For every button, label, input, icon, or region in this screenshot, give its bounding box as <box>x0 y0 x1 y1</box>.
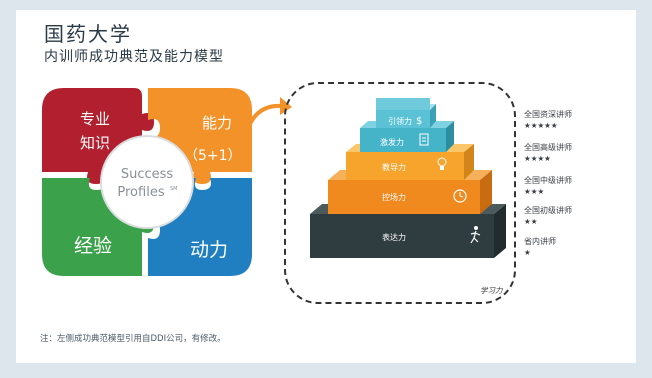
pyramid-level-3 <box>346 152 464 180</box>
center-label-profiles: Profiles <box>117 185 164 200</box>
rank-5-stars: ★ <box>524 248 531 257</box>
runner-icon <box>470 226 481 244</box>
label-competency-line2: （5+1） <box>184 148 242 164</box>
rank-4-stars: ★★ <box>524 217 538 226</box>
rank-2-stars: ★★★★ <box>524 154 551 163</box>
puzzle-center-circle <box>100 135 194 229</box>
capability-pyramid: 引领力 激发力 教导力 控场力 表达力 $ 学习力 <box>310 98 506 295</box>
success-profiles-puzzle: Success Profiles SM 专业 知识 能力 （5+1） 经验 动力 <box>42 88 252 276</box>
rank-4-title: 全国初级讲师 <box>524 206 572 215</box>
pyramid-frame <box>284 82 516 304</box>
clock-icon <box>453 189 467 203</box>
label-motivation: 动力 <box>190 239 228 261</box>
rank-5-title: 省内讲师 <box>524 237 556 246</box>
pyramid-level-1-label: 引领力 <box>388 116 412 126</box>
footnote: 注：左侧成功典范模型引用自DDI公司，有修改。 <box>40 334 226 344</box>
label-knowledge-line2: 知识 <box>80 134 110 152</box>
pyramid-level-5-label: 表达力 <box>382 232 406 242</box>
pyramid-level-2-label: 激发力 <box>380 137 404 147</box>
document-icon <box>419 133 429 146</box>
pyramid-level-1 <box>376 110 430 128</box>
pyramid-level-3-label: 教导力 <box>382 162 406 172</box>
center-label-success: Success <box>121 167 174 182</box>
pyramid-level-4-label: 控场力 <box>382 192 406 202</box>
center-label-sup: SM <box>170 186 178 192</box>
slide: 国药大学 内训师成功典范及能力模型 Success Profiles SM 专业… <box>16 10 636 363</box>
pyramid-level-5 <box>310 214 494 258</box>
rank-1-stars: ★★★★★ <box>524 121 558 130</box>
rank-3-title: 全国中级讲师 <box>524 176 572 185</box>
label-knowledge-line1: 专业 <box>80 110 110 128</box>
label-experience: 经验 <box>74 235 112 257</box>
pyramid-level-2 <box>360 128 446 152</box>
rank-3-stars: ★★★ <box>524 187 545 196</box>
label-competency-line1: 能力 <box>202 114 232 132</box>
dollar-icon: $ <box>416 116 422 127</box>
lightbulb-icon <box>437 157 447 170</box>
svg-text:$: $ <box>416 116 422 127</box>
slide-title: 国药大学 <box>44 22 132 46</box>
rank-2-title: 全国高级讲师 <box>524 143 572 152</box>
foundation-label: 学习力 <box>480 286 503 295</box>
rank-1-title: 全国资深讲师 <box>524 110 572 119</box>
slide-subtitle: 内训师成功典范及能力模型 <box>44 49 224 65</box>
